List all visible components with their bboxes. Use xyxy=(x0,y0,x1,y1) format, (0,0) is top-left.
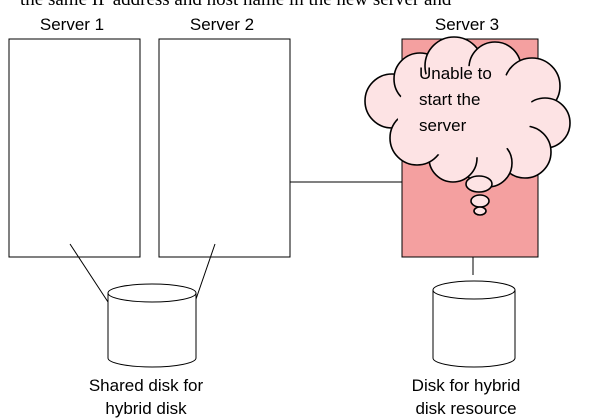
hybrid-disk-label-line-2: disk resource xyxy=(415,399,516,418)
server-1-disk-connector xyxy=(69,243,109,303)
callout-text-line-3: server xyxy=(419,116,467,135)
hybrid-disk-icon xyxy=(432,280,516,368)
callout-cloud xyxy=(364,36,571,188)
server-2-disk-connector xyxy=(194,243,216,303)
hybrid-disk-label-line-1: Disk for hybrid xyxy=(412,376,521,395)
shared-disk-label-line-2: hybrid disk xyxy=(105,399,187,418)
server-2-box xyxy=(158,38,291,258)
clipped-header-text: the same IP address and host name in the… xyxy=(0,0,611,10)
server-2-label: Server 2 xyxy=(190,15,254,34)
server-3-label: Server 3 xyxy=(435,15,499,34)
callout-text-line-2: start the xyxy=(419,90,480,109)
callout-text-line-1: Unable to xyxy=(419,64,492,83)
server-1-box xyxy=(8,38,141,258)
shared-disk-label-line-1: Shared disk for xyxy=(89,376,204,395)
shared-disk-icon xyxy=(107,283,197,368)
callout-tail-bubbles xyxy=(465,175,493,216)
server-1-label: Server 1 xyxy=(40,15,104,34)
